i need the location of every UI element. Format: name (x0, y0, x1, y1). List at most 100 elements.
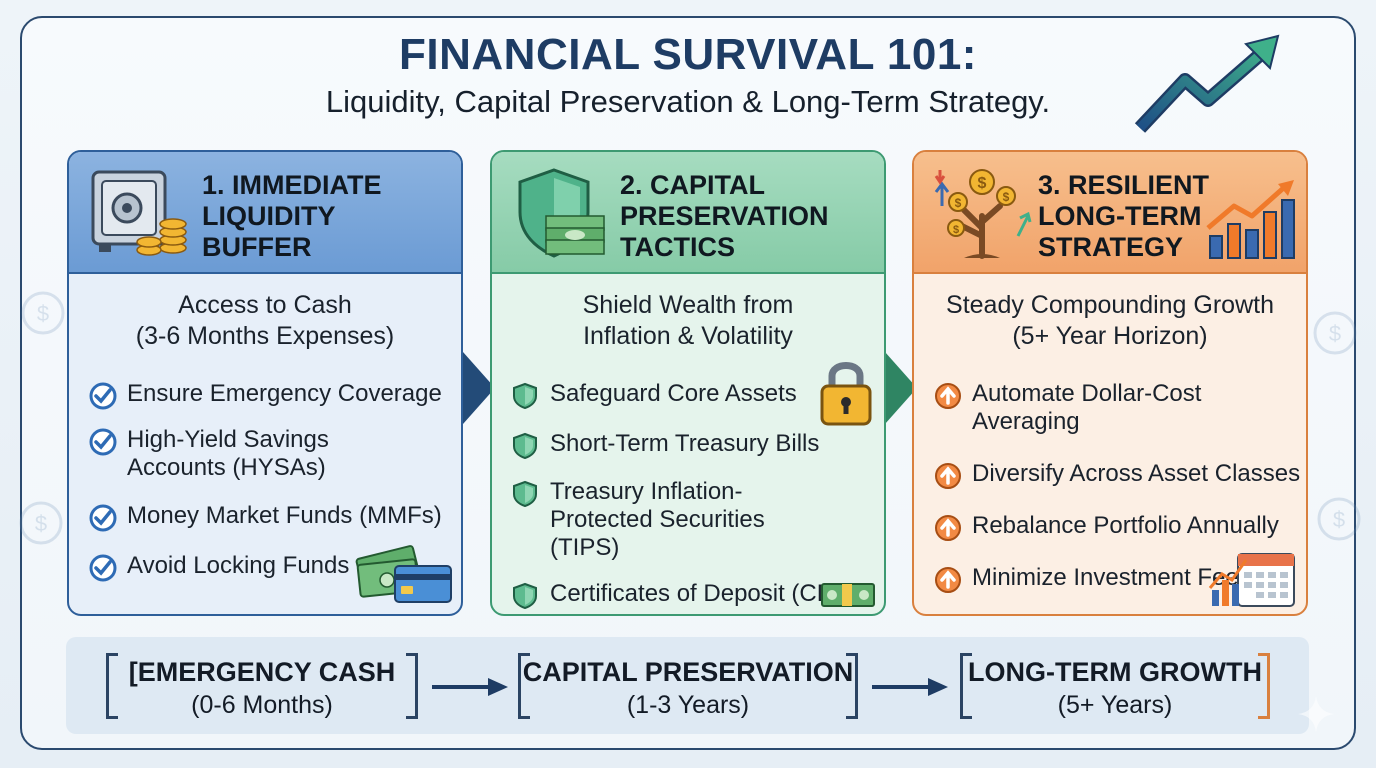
card-description: Access to Cash (3-6 Months Expenses) (69, 290, 461, 352)
list-item: Certificates of Deposit (CDs) (512, 580, 884, 610)
shield-icon (513, 480, 537, 508)
dollar-coin-icon: $ (21, 291, 65, 335)
list-item: Automate Dollar-Cost Averaging (934, 380, 1306, 436)
timeline-stage-long-term-growth: LONG-TERM GROWTH (5+ Years) (960, 653, 1270, 719)
dollar-coin-icon: $ (19, 501, 63, 545)
list-item-label: Minimize Investment Fees (972, 564, 1251, 591)
description-line: (5+ Year Horizon) (1012, 322, 1208, 350)
shield-with-cash-icon (518, 168, 605, 258)
list-item-label: Treasury Inflation-Protected Securities … (550, 478, 765, 561)
description-line: Steady Compounding Growth (946, 291, 1274, 319)
description-line: Inflation & Volatility (583, 322, 793, 350)
card-item-list: Automate Dollar-Cost Averaging Diversify… (934, 380, 1306, 593)
page-subtitle: Liquidity, Capital Preservation & Long-T… (325, 84, 1051, 119)
sparkle-icon (1298, 696, 1334, 732)
money-tree-icon: $ $ $ $ (934, 169, 1032, 259)
list-item-label: Diversify Across Asset Classes (972, 460, 1301, 487)
shield-icon (513, 382, 537, 410)
padlock-icon (820, 362, 872, 426)
cash-bundle-icon (821, 583, 875, 607)
card-title: 1. IMMEDIATE LIQUIDITY BUFFER (202, 170, 382, 262)
card-description: Steady Compounding Growth (5+ Year Horiz… (914, 290, 1306, 352)
trend-up-arrow-icon (1134, 34, 1280, 133)
flow-arrow-icon (885, 352, 917, 424)
card-liquidity-buffer: 1. IMMEDIATE LIQUIDITY BUFFER Access to … (67, 150, 463, 616)
checkmark-icon (89, 382, 117, 410)
list-item-label: Money Market Funds (MMFs) (127, 502, 442, 529)
growth-chart-icon (1206, 180, 1295, 259)
card-item-list: Ensure Emergency Coverage High-Yield Sav… (89, 380, 461, 582)
list-item-label: Rebalance Portfolio Annually (972, 512, 1279, 539)
list-item: Diversify Across Asset Classes (934, 460, 1306, 489)
card-header: 2. CAPITAL PRESERVATION TACTICS (492, 152, 884, 274)
svg-text:$: $ (1333, 507, 1345, 532)
up-arrow-circle-icon (935, 383, 961, 409)
card-long-term-strategy: $ $ $ $ 3. RESILIENT LONG-TERM STRATEGY Ste… (912, 150, 1308, 616)
svg-text:$: $ (978, 175, 987, 192)
list-item: Minimize Investment Fees (934, 564, 1306, 593)
timeline-stage-emergency-cash: [EMERGENCY CASH (0-6 Months) (106, 653, 418, 719)
list-item-label: Certificates of Deposit (CDs) (550, 580, 855, 607)
card-description: Shield Wealth from Inflation & Volatilit… (492, 290, 884, 352)
list-item: Ensure Emergency Coverage (89, 380, 461, 410)
list-item: Avoid Locking Funds (89, 552, 461, 582)
calendar-chart-icon (1208, 553, 1295, 607)
list-item-label: Short-Term Treasury Bills (550, 430, 820, 457)
card-title: 3. RESILIENT LONG-TERM STRATEGY (1038, 170, 1210, 262)
svg-text:$: $ (1003, 190, 1010, 204)
shield-icon (513, 432, 537, 460)
checkmark-icon (89, 554, 117, 582)
up-arrow-circle-icon (935, 463, 961, 489)
card-header: 1. IMMEDIATE LIQUIDITY BUFFER (69, 152, 461, 274)
bracket-right (1258, 653, 1270, 719)
stage-range: (1-3 Years) (626, 691, 750, 719)
bracket-right (406, 653, 418, 719)
stage-name: CAPITAL PRESERVATION (522, 657, 854, 687)
stage-range: (5+ Years) (1057, 691, 1173, 719)
dollar-coin-icon: $ (1313, 311, 1357, 355)
card-title: 2. CAPITAL PRESERVATION TACTICS (620, 170, 829, 262)
card-capital-preservation: 2. CAPITAL PRESERVATION TACTICS Shield W… (490, 150, 886, 616)
list-item-label: Safeguard Core Assets (550, 380, 797, 407)
flow-arrow-icon (463, 352, 495, 424)
list-item: Money Market Funds (MMFs) (89, 502, 461, 532)
checkmark-icon (89, 504, 117, 532)
arrow-right-icon (432, 678, 508, 696)
card-item-list: Safeguard Core Assets Short-Term Treasur… (512, 380, 884, 610)
shield-icon (513, 582, 537, 610)
list-item-label: Ensure Emergency Coverage (127, 380, 442, 407)
list-item: Rebalance Portfolio Annually (934, 512, 1306, 541)
list-item-label: High-Yield Savings Accounts (HYSAs) (127, 426, 329, 481)
page-title: FINANCIAL SURVIVAL 101: (399, 30, 977, 79)
list-item: Treasury Inflation-Protected Securities … (512, 478, 884, 562)
svg-text:$: $ (35, 511, 47, 536)
svg-text:$: $ (37, 301, 49, 326)
bracket-left (518, 653, 530, 719)
timeline-bar: [EMERGENCY CASH (0-6 Months) CAPITAL PRE… (66, 637, 1309, 734)
svg-text:$: $ (953, 224, 959, 236)
list-item-label: Automate Dollar-Cost Averaging (972, 380, 1202, 435)
cash-and-card-icon (355, 545, 452, 603)
svg-text:$: $ (955, 196, 962, 210)
arrow-right-icon (872, 678, 948, 696)
timeline-stage-capital-preservation: CAPITAL PRESERVATION (1-3 Years) (518, 653, 858, 719)
list-item: High-Yield Savings Accounts (HYSAs) (89, 426, 461, 482)
list-item: Short-Term Treasury Bills (512, 430, 884, 460)
list-item: Safeguard Core Assets (512, 380, 884, 410)
bracket-left (960, 653, 972, 719)
description-line: (3-6 Months Expenses) (135, 322, 395, 350)
stage-range: (0-6 Months) (191, 691, 333, 719)
svg-text:$: $ (1329, 321, 1341, 346)
dollar-coin-icon: $ (1317, 497, 1361, 541)
card-header: $ $ $ $ 3. RESILIENT LONG-TERM STRATEGY (914, 152, 1306, 274)
safe-with-coins-icon (91, 170, 187, 256)
description-line: Shield Wealth from (582, 291, 794, 319)
up-arrow-circle-icon (935, 515, 961, 541)
bracket-right (846, 653, 858, 719)
bracket-left (106, 653, 118, 719)
description-line: Access to Cash (178, 291, 352, 319)
stage-name: [EMERGENCY CASH (128, 657, 396, 687)
checkmark-icon (89, 428, 117, 456)
stage-name: LONG-TERM GROWTH (968, 657, 1262, 687)
list-item-label: Avoid Locking Funds (127, 552, 350, 579)
